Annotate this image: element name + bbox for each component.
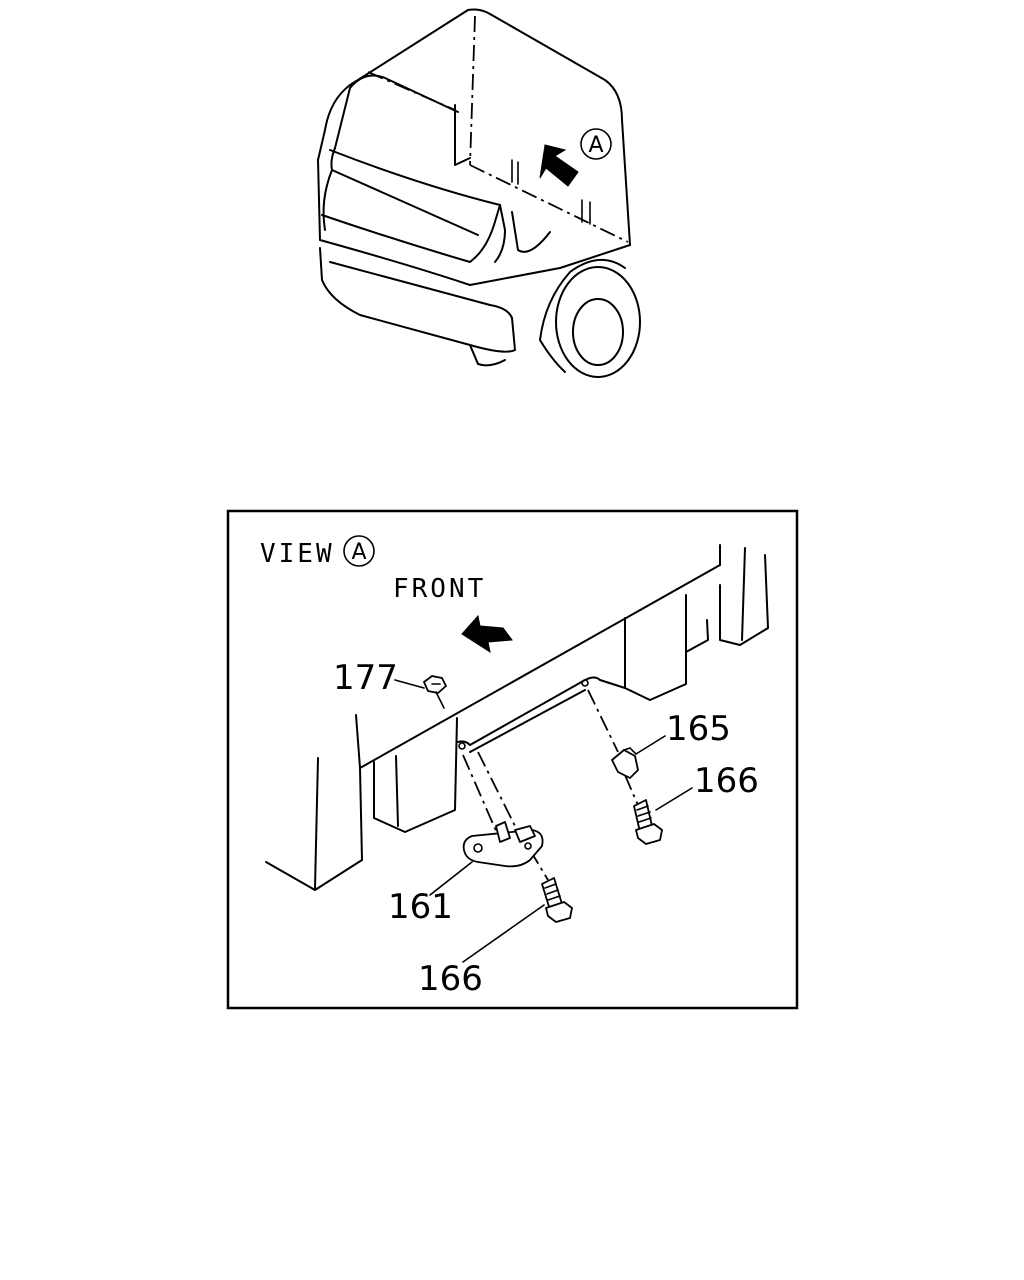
cab-view-marker: A — [588, 133, 603, 158]
detail-view-frame — [226, 509, 799, 1010]
callout-165: 165 — [666, 709, 731, 749]
view-direction-arrow — [539, 144, 579, 187]
view-marker-circle — [580, 128, 612, 160]
detail-view-marker: A — [351, 540, 366, 565]
callout-166-bottom: 166 — [418, 959, 483, 999]
callout-161: 161 — [388, 887, 453, 927]
callout-166-right: 166 — [694, 761, 759, 801]
detail-view-illustration — [265, 544, 769, 963]
view-label: VIEW — [260, 539, 335, 569]
front-label: FRONT — [393, 574, 486, 604]
truck-cab-illustration: A — [317, 8, 641, 378]
detail-view-marker-circle — [343, 535, 375, 567]
front-direction-arrow — [461, 614, 513, 654]
callout-177: 177 — [333, 658, 398, 698]
